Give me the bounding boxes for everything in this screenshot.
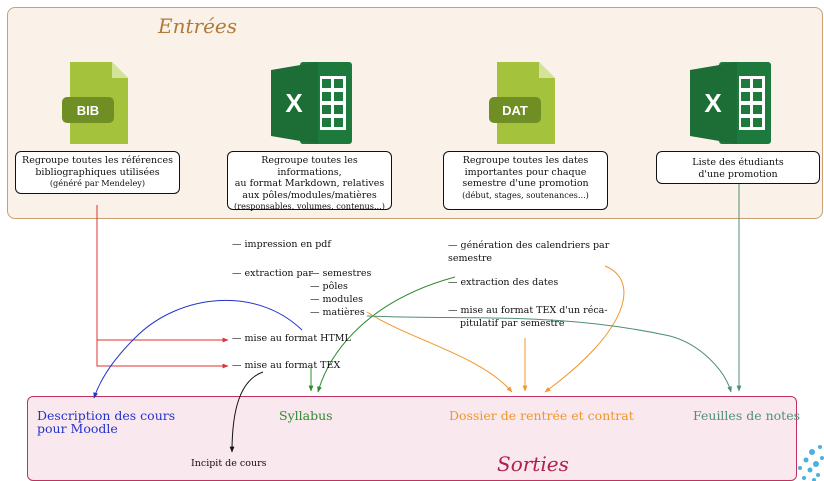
process-dates: — extraction des dates: [448, 277, 559, 288]
process-matieres: — matières: [310, 307, 365, 318]
dat-badge: DAT: [502, 103, 528, 118]
bib-file-icon: BIB: [62, 62, 128, 144]
output-incipit: Incipit de cours: [191, 458, 267, 469]
output-dossier: Dossier de rentrée et contrat: [449, 408, 634, 423]
dates-caption: Regroupe toutes les dates importantes po…: [443, 151, 608, 210]
process-extract-by: — extraction par: [232, 268, 313, 279]
bib-flow-arrows: [96, 205, 229, 369]
process-html: — mise au format HTML: [232, 333, 351, 344]
process-modules: — modules: [310, 294, 363, 305]
blue-flow-arrow: [93, 299, 303, 399]
excel-icon-students: X: [690, 62, 771, 144]
excel-icon: X: [271, 62, 352, 144]
process-recap: — mise au format TEX d'un réca-: [448, 305, 608, 316]
decorative-dots: [798, 445, 824, 481]
process-calendars: — génération des calendriers par: [448, 240, 610, 251]
dat-file-icon: DAT: [489, 62, 555, 144]
outputs-panel: [27, 396, 797, 481]
process-poles: — pôles: [310, 281, 348, 292]
green-flow-arrows: [308, 276, 456, 393]
black-flow-arrow: [229, 371, 264, 453]
students-caption: Liste des étudiants d'une promotion: [656, 151, 820, 184]
process-pdf: — impression en pdf: [232, 239, 331, 250]
process-semesters: — semestres: [310, 268, 372, 279]
bib-badge: BIB: [77, 103, 99, 118]
inputs-title: Entrées: [158, 14, 238, 38]
modules-caption: Regroupe toutes les informations, au for…: [227, 151, 392, 211]
output-syllabus: Syllabus: [279, 408, 333, 423]
orange-flow-arrows: [366, 265, 625, 393]
output-notes: Feuilles de notes: [693, 408, 801, 423]
svg-text:X: X: [285, 88, 303, 118]
output-moodle: Description des cours pour Moodle: [37, 408, 176, 436]
bib-caption: Regroupe toutes les références bibliogra…: [15, 151, 180, 194]
teal-flow-arrows: [366, 184, 742, 393]
process-calendars-cont: semestre: [448, 253, 492, 264]
process-tex: — mise au format TEX: [232, 360, 341, 371]
svg-text:X: X: [704, 88, 722, 118]
outputs-title: Sorties: [497, 452, 569, 476]
process-recap-cont: pitulatif par semestre: [460, 318, 565, 329]
